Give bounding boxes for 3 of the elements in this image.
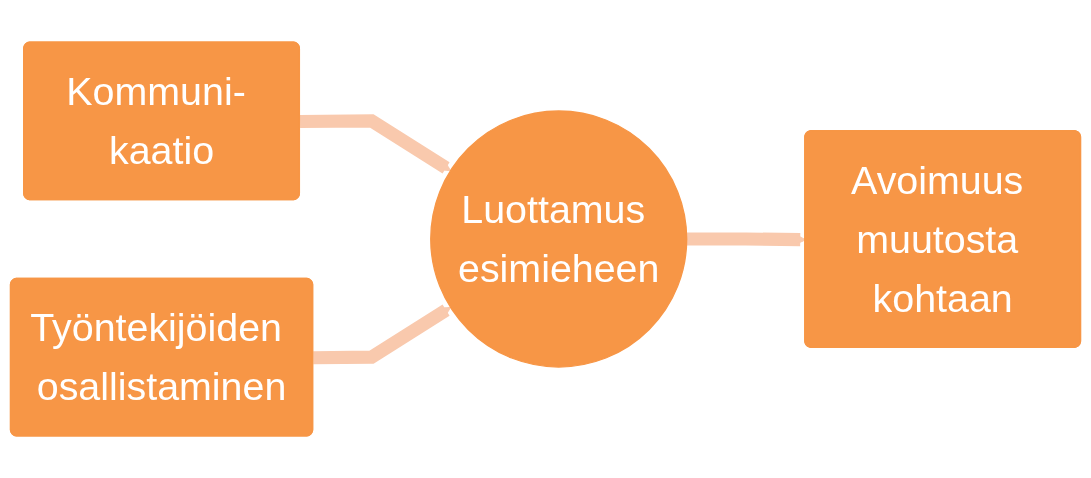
arrow — [313, 304, 452, 365]
node-circle: Luottamus esimieheen — [430, 110, 688, 368]
arrow — [299, 114, 452, 174]
